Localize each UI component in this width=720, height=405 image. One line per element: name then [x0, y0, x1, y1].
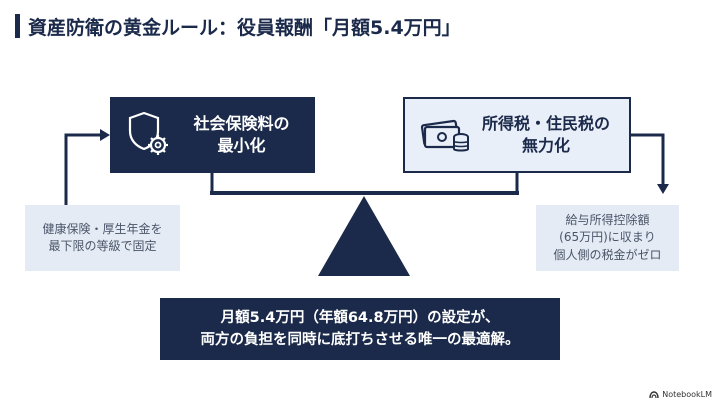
right-arrow-head	[657, 184, 669, 194]
right-note-line1: 給与所得控除額	[565, 212, 650, 227]
left-note-line2: 最下限の等級で固定	[48, 239, 157, 253]
right-arrow-line	[631, 133, 665, 186]
social-insurance-label-line1: 社会保険料の	[193, 114, 290, 134]
money-coins-icon	[420, 119, 469, 152]
conclusion-box: 月額5.4万円（年額64.8万円）の設定が、 両方の負担を同時に底打ちさせる唯一…	[160, 298, 560, 360]
conclusion-line1: 月額5.4万円（年額64.8万円）の設定が、	[220, 309, 500, 326]
income-tax-label: 所得税・住民税の 無力化	[473, 113, 629, 156]
watermark: NotebookLM	[649, 390, 712, 399]
watermark-text: NotebookLM	[662, 390, 712, 399]
left-note-line1: 健康保険・厚生年金を	[42, 221, 163, 236]
income-tax-box: 所得税・住民税の 無力化	[403, 97, 631, 173]
income-tax-label-line1: 所得税・住民税の	[481, 114, 610, 134]
right-note-line2: (65万円)に収まり	[559, 230, 656, 245]
right-note-line3: 個人側の税金がゼロ	[553, 247, 662, 262]
left-arrow-line	[64, 133, 104, 205]
conclusion-line2: 両方の負担を同時に底打ちさせる唯一の最適解。	[200, 332, 520, 348]
social-insurance-label: 社会保険料の 最小化	[178, 113, 315, 156]
left-arrow-head	[100, 129, 110, 141]
shield-gear-icon	[128, 111, 168, 155]
fulcrum-triangle	[318, 196, 410, 276]
income-tax-label-line2: 無力化	[521, 136, 570, 155]
title-accent-bar	[15, 14, 20, 38]
social-insurance-box: 社会保険料の 最小化	[110, 97, 315, 173]
right-note: 給与所得控除額 (65万円)に収まり 個人側の税金がゼロ	[536, 205, 679, 271]
left-note: 健康保険・厚生年金を 最下限の等級で固定	[25, 205, 180, 271]
notebooklm-logo-icon	[649, 390, 659, 398]
social-insurance-label-line2: 最小化	[217, 136, 266, 155]
page-title: 資産防衛の黄金ルール：役員報酬「月額5.4万円」	[28, 17, 461, 39]
